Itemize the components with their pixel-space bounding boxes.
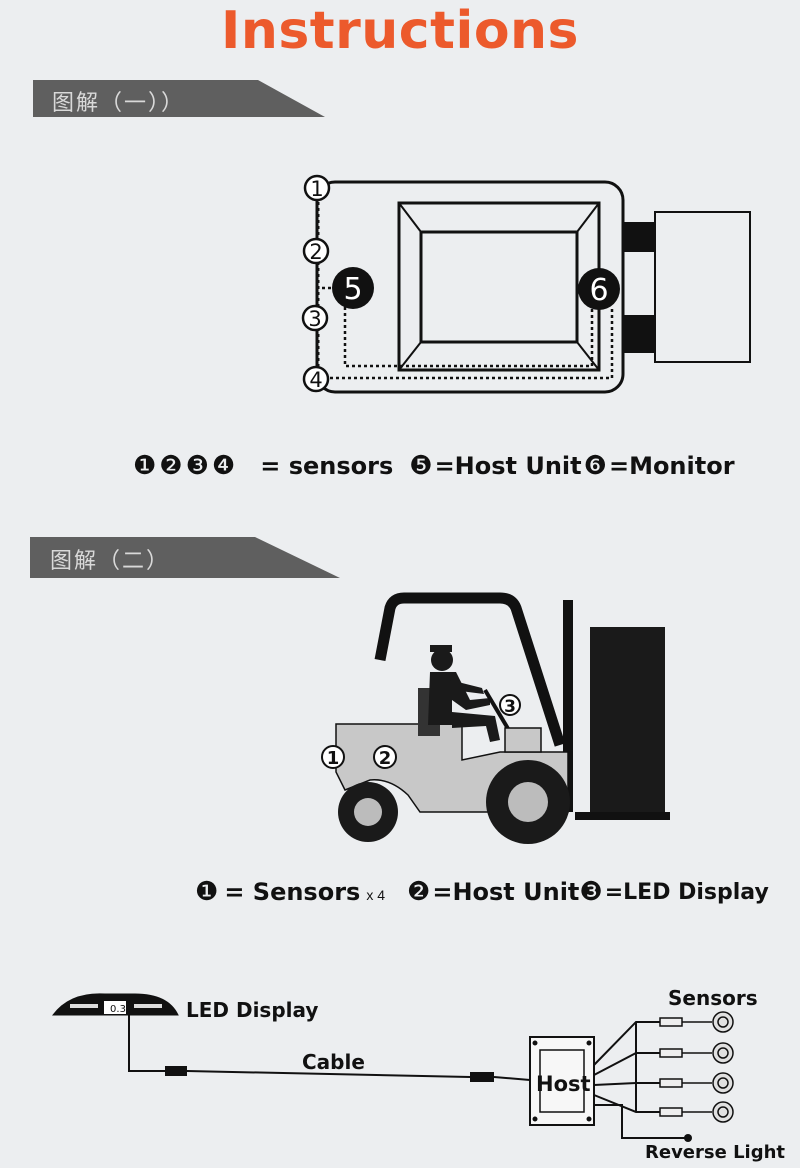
marker-6-label: 6 <box>589 273 608 308</box>
legend2-led-number: ❸ <box>579 877 603 907</box>
host-label: Host <box>536 1072 591 1096</box>
marker-3-label: 3 <box>308 307 321 331</box>
section1-legend: ❶❷❸❹ = sensors ❺ =Host Unit ❻ =Monitor <box>133 449 735 483</box>
legend2-led-text: =LED Display <box>604 879 769 905</box>
driver-figure <box>428 645 500 742</box>
legend2-sensors-number: ❶ <box>195 877 219 907</box>
marker-5: 5 <box>332 267 374 309</box>
section2-legend: ❶ = Sensors x 4 ❷ =Host Unit ❸ =LED Disp… <box>195 875 769 909</box>
legend2-sensors-text: = Sensors <box>224 878 361 906</box>
marker-4-label: 4 <box>309 368 322 392</box>
legend1-monitor-text: =Monitor <box>608 452 735 480</box>
legend1-host-text: =Host Unit <box>434 452 582 480</box>
host-box-shape <box>529 1036 595 1126</box>
legend1-monitor-number: ❻ <box>583 451 607 481</box>
forklift-markers: 1 2 3 <box>321 694 521 769</box>
section1-banner <box>33 80 325 117</box>
page-title: Instructions <box>220 1 580 61</box>
legend2-host-text: =Host Unit <box>432 878 580 906</box>
reverse-light-label: Reverse Light <box>645 1142 786 1163</box>
legend1-host-number: ❺ <box>409 451 433 481</box>
forklift-illustration <box>335 592 670 844</box>
legend1-sensors-text: = sensors <box>260 452 394 480</box>
wiring-diagram <box>52 993 734 1142</box>
legend1-sensor-numbers: ❶❷❸❹ <box>133 451 239 481</box>
forklift-marker-3-label: 3 <box>504 697 516 717</box>
legend2-host-number: ❷ <box>407 877 431 907</box>
marker-4: 4 <box>302 365 330 393</box>
forklift-marker-1-label: 1 <box>327 748 340 769</box>
cable-label: Cable <box>302 1050 365 1074</box>
legend2-sensors-count: x 4 <box>366 887 386 903</box>
marker-5-label: 5 <box>343 272 362 307</box>
marker-1: 1 <box>303 174 331 202</box>
marker-1-label: 1 <box>310 177 323 201</box>
display-readout: 0.3 <box>110 1004 126 1015</box>
front-wheel <box>486 760 570 844</box>
marker-2: 2 <box>302 237 330 265</box>
section1-label: 图解（一）） <box>52 91 186 116</box>
sensors-label: Sensors <box>668 986 758 1010</box>
marker-3: 3 <box>301 304 329 332</box>
rear-wheel <box>338 782 398 842</box>
forklift-marker-2-label: 2 <box>379 748 392 769</box>
forklift-marker-2: 2 <box>373 745 397 769</box>
topview-markers: 1 2 3 4 5 6 <box>301 174 620 393</box>
marker-6: 6 <box>578 268 620 310</box>
section2-banner <box>30 537 340 578</box>
marker-2-label: 2 <box>309 240 322 264</box>
led-display-label: LED Display <box>186 998 319 1022</box>
forklift-marker-1: 1 <box>321 745 345 769</box>
topview-vehicle <box>315 180 751 394</box>
forklift-marker-3: 3 <box>499 694 521 717</box>
section2-label: 图解（二） <box>50 549 171 574</box>
